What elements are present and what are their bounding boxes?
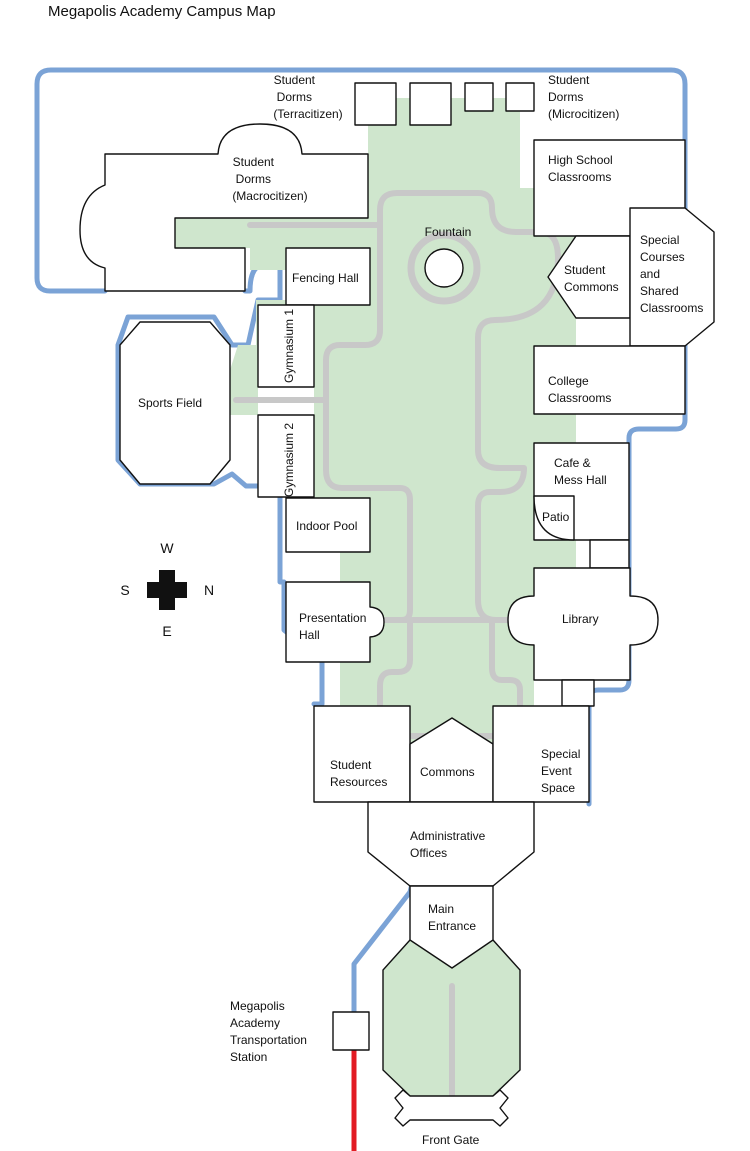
cafe-connector [589, 539, 630, 569]
fencing-hall-label: Fencing Hall [292, 271, 359, 285]
patio-label: Patio [542, 510, 570, 524]
transportation-station-label: Megapolis Academy Transportation Station [230, 999, 310, 1064]
gymnasium-2-building[interactable] [257, 414, 315, 498]
fencing-hall-building[interactable] [285, 247, 371, 306]
special-courses-label: Special Courses and Shared Classrooms [640, 233, 703, 315]
student-commons-label: Student Commons [564, 263, 619, 294]
transportation-station-building[interactable] [332, 1011, 370, 1051]
cafe-mess-hall-label: Cafe & Mess Hall [554, 456, 607, 487]
gymnasium-1-label: Gymnasium 1 [282, 309, 296, 383]
walkways [233, 190, 561, 1109]
compass-rose: W S N E [120, 540, 214, 639]
library-building[interactable] [507, 567, 659, 681]
compass-north-label: N [204, 582, 214, 598]
dorms-microcitizen-label: Student Dorms (Microcitizen) [548, 73, 619, 121]
indoor-pool-building[interactable] [285, 497, 371, 553]
administrative-offices-building[interactable] [367, 801, 535, 887]
library-connector [561, 679, 595, 707]
student-commons-building[interactable] [547, 235, 631, 319]
front-gate-label: Front Gate [422, 1133, 480, 1147]
college-classrooms-label: College Classrooms [548, 374, 611, 405]
dorm-block-2[interactable] [409, 82, 452, 126]
dorms-terracitizen-label: Student Dorms (Terracitizen) [273, 73, 342, 121]
student-resources-building[interactable] [313, 705, 411, 803]
library-label: Library [562, 612, 599, 626]
gymnasium-2-label: Gymnasium 2 [282, 423, 296, 497]
main-entrance-label: Main Entrance [428, 902, 476, 933]
dorm-block-4[interactable] [505, 82, 535, 112]
compass-cross-icon [147, 570, 187, 610]
presentation-hall-label: Presentation Hall [299, 611, 370, 642]
dorms-macrocitizen-building[interactable] [79, 123, 369, 292]
special-event-space-label: Special Event Space [541, 747, 584, 795]
special-event-space-building[interactable] [492, 705, 590, 803]
high-school-classrooms-label: High School Classrooms [548, 153, 616, 184]
sports-field[interactable] [119, 321, 231, 485]
compass-south-label: S [120, 582, 129, 598]
commons-label: Commons [420, 765, 475, 779]
presentation-hall-building[interactable] [285, 581, 385, 663]
student-resources-label: Student Resources [330, 758, 387, 789]
fountain-label: Fountain [425, 225, 472, 239]
page-title: Megapolis Academy Campus Map [48, 3, 276, 20]
main-entrance-building[interactable] [409, 885, 494, 969]
front-gate-structure[interactable] [394, 1089, 509, 1127]
college-classrooms-building[interactable] [533, 345, 686, 415]
campus-perimeter-wall [34, 67, 688, 807]
dorm-block-1[interactable] [354, 82, 397, 126]
compass-east-label: E [162, 623, 171, 639]
indoor-pool-label: Indoor Pool [296, 519, 357, 533]
gymnasium-1-building[interactable] [257, 304, 315, 388]
dorm-block-3[interactable] [464, 82, 494, 112]
sports-field-label: Sports Field [138, 396, 202, 410]
administrative-offices-label: Administrative Offices [410, 829, 489, 860]
entrance-lawn-outline [382, 939, 521, 1097]
compass-west-label: W [160, 540, 174, 556]
dorms-macrocitizen-label: Student Dorms (Macrocitizen) [232, 155, 307, 203]
fountain-ring [407, 231, 481, 305]
fountain-icon [424, 248, 464, 288]
patio[interactable] [533, 495, 575, 541]
